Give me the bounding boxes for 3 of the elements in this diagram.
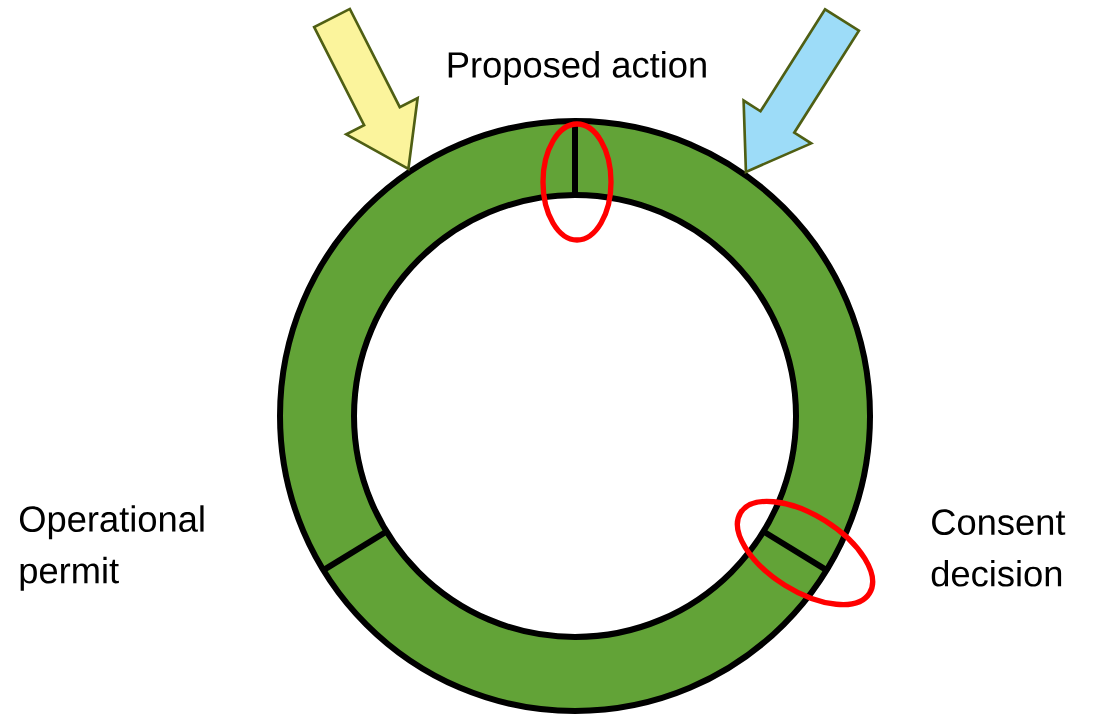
label: Operational permit: [19, 505, 204, 591]
label: Consent decision: [931, 509, 1066, 587]
label: Proposed action: [448, 51, 706, 85]
